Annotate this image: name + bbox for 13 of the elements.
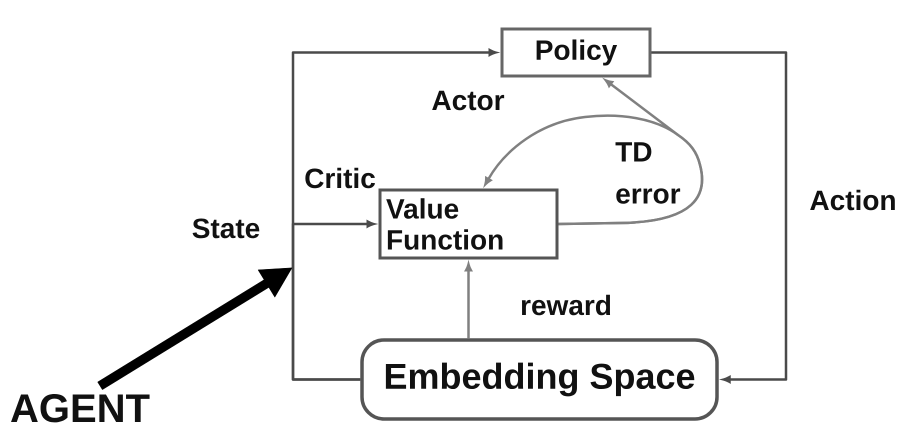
process-box: Policy (500, 28, 652, 78)
region-label: Actor (432, 90, 504, 110)
rounded-box: Embedding Space (360, 338, 719, 421)
process-box: Value Function (378, 188, 558, 260)
signal-label: reward (522, 294, 610, 316)
feedback-arrow (484, 114, 704, 226)
thick-arrow (97, 268, 292, 390)
signal-label: State (192, 218, 260, 238)
text-label: AGENT (11, 394, 150, 422)
arrow (652, 51, 788, 384)
region-label: Critic (305, 168, 375, 188)
signal-label: Action (810, 190, 895, 210)
signal-label: TD error (616, 142, 680, 204)
